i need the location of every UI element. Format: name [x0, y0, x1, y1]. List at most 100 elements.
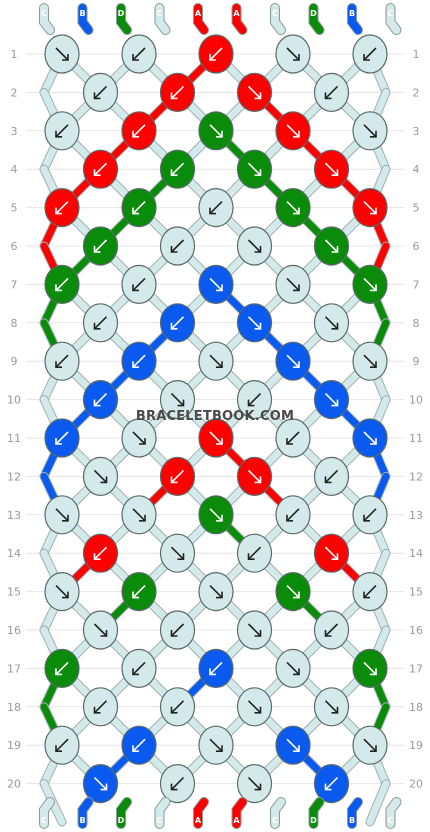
- arrow-down-right-icon: [363, 277, 377, 292]
- row-number-right: 5: [413, 202, 420, 215]
- strand-end: [386, 4, 401, 34]
- knot: [44, 111, 80, 151]
- arrow-down-left-icon: [55, 201, 69, 215]
- arrow-down-left-icon: [55, 661, 69, 676]
- arrow-down-left-icon: [132, 354, 146, 369]
- arrow-down-right-icon: [93, 777, 108, 791]
- arrow-down-left-icon: [132, 277, 146, 292]
- arrow-down-left-icon: [55, 354, 69, 369]
- knot: [44, 188, 80, 228]
- knot: [313, 72, 350, 113]
- row-number-right: 19: [409, 739, 423, 752]
- strand-end: [194, 798, 208, 828]
- strand-end: [78, 798, 93, 828]
- strand-label: A: [233, 816, 240, 825]
- knot: [198, 418, 234, 458]
- arrow-down-right-icon: [363, 124, 377, 138]
- strand-label: C: [388, 9, 394, 18]
- arrow-down-right-icon: [170, 393, 185, 407]
- knot: [352, 495, 388, 535]
- arrow-down-left-icon: [247, 546, 262, 561]
- arrow-down-right-icon: [363, 738, 377, 753]
- arrow-down-left-icon: [93, 162, 108, 176]
- arrow-down-right-icon: [247, 777, 262, 791]
- arrow-down-left-icon: [286, 431, 300, 445]
- arrow-down-left-icon: [55, 124, 69, 138]
- arrow-down-left-icon: [363, 508, 377, 522]
- arrow-down-right-icon: [324, 316, 339, 330]
- strand-label: D: [310, 9, 317, 18]
- arrow-down-right-icon: [55, 508, 69, 522]
- arrow-down-right-icon: [209, 431, 223, 445]
- arrow-down-right-icon: [324, 546, 339, 561]
- knot: [275, 571, 311, 612]
- arrow-down-right-icon: [324, 700, 339, 714]
- arrow-down-right-icon: [363, 201, 377, 215]
- strand-label: B: [349, 9, 355, 18]
- knot: [275, 418, 311, 458]
- row-number-right: 2: [413, 86, 420, 99]
- arrow-down-left-icon: [132, 201, 146, 215]
- strand-label: B: [349, 816, 355, 825]
- arrow-down-right-icon: [363, 661, 377, 676]
- arrow-down-left-icon: [93, 316, 108, 330]
- arrow-down-left-icon: [324, 469, 339, 484]
- arrow-down-right-icon: [247, 623, 262, 637]
- knot: [159, 533, 196, 573]
- knot: [121, 725, 157, 765]
- strand-label: D: [118, 9, 125, 18]
- strand-end: [117, 798, 131, 828]
- knot: [121, 341, 157, 381]
- arrow-down-right-icon: [209, 585, 223, 599]
- arrow-down-left-icon: [170, 469, 185, 484]
- arrow-down-right-icon: [209, 738, 223, 753]
- arrow-down-left-icon: [363, 585, 377, 599]
- row-number-right: 11: [409, 432, 423, 445]
- knot: [82, 456, 119, 496]
- knot: [121, 495, 157, 535]
- row-number-right: 16: [409, 624, 423, 637]
- arrow-down-right-icon: [286, 201, 300, 215]
- arrow-down-right-icon: [93, 623, 108, 637]
- row-number-left: 14: [7, 547, 21, 560]
- knot: [82, 380, 119, 420]
- row-number-right: 3: [413, 125, 420, 138]
- arrow-down-left-icon: [132, 124, 146, 138]
- row-number-left: 2: [11, 86, 18, 99]
- knot: [198, 571, 234, 612]
- arrow-down-left-icon: [55, 738, 69, 753]
- row-number-right: 13: [409, 509, 423, 522]
- arrow-down-left-icon: [170, 700, 185, 714]
- row-number-right: 15: [409, 586, 423, 599]
- knot: [313, 610, 350, 650]
- knot: [236, 149, 273, 189]
- knot: [198, 34, 234, 74]
- knot: [82, 763, 119, 804]
- knot: [198, 341, 234, 381]
- knot: [121, 648, 157, 689]
- arrow-down-left-icon: [55, 277, 69, 292]
- knot: [159, 226, 196, 266]
- arrow-down-right-icon: [247, 469, 262, 484]
- row-number-right: 8: [413, 317, 420, 330]
- knot: [44, 571, 80, 612]
- knot: [44, 341, 80, 381]
- row-number-left: 18: [7, 701, 21, 714]
- knot: [313, 533, 350, 573]
- knot: [236, 456, 273, 496]
- knot: [275, 648, 311, 689]
- knot: [275, 111, 311, 151]
- arrow-down-right-icon: [363, 354, 377, 369]
- strand-label: C: [157, 816, 163, 825]
- row-number-left: 3: [11, 125, 18, 138]
- row-number-left: 17: [7, 662, 21, 675]
- arrow-down-right-icon: [286, 277, 300, 292]
- knot: [121, 418, 157, 458]
- row-number-left: 15: [7, 586, 21, 599]
- knot: [275, 341, 311, 381]
- strand-label: C: [388, 816, 394, 825]
- strand-end: [78, 4, 93, 34]
- knot: [352, 111, 388, 151]
- knot: [352, 188, 388, 228]
